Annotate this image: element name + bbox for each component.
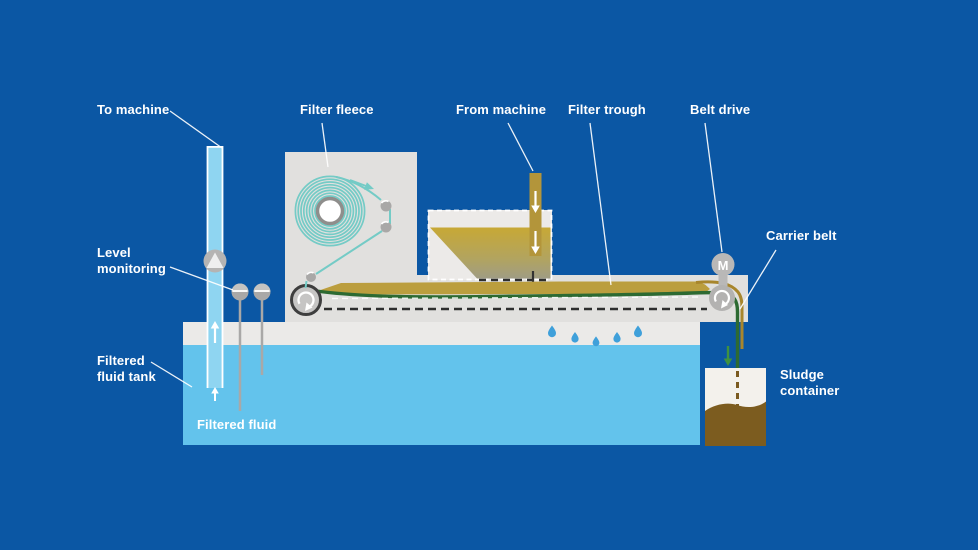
- rotation-arrow-icon: [721, 300, 728, 309]
- label-filter-fleece: Filter fleece: [300, 102, 374, 117]
- tank-rim: [183, 322, 700, 345]
- rotation-arrow-icon: [297, 291, 315, 308]
- down-arrow-icon: [531, 246, 540, 254]
- down-arrow-icon: [531, 205, 540, 213]
- guide-roller: [306, 272, 316, 282]
- label-filter-trough: Filter trough: [568, 102, 646, 117]
- drop-icon: [592, 336, 600, 347]
- up-arrow-icon: [210, 321, 220, 329]
- inlet-pipe: [529, 173, 542, 256]
- trough-slurry: [430, 227, 551, 279]
- leader-belt-drive: [704, 122, 723, 253]
- label-from-machine: From machine: [456, 102, 547, 117]
- inlet-pipe-body: [529, 173, 542, 256]
- leader-carrier-belt: [739, 249, 777, 310]
- direction-arrow-icon: [364, 182, 374, 190]
- sludge-pile: [705, 401, 766, 446]
- label-level-monitoring: Level monitoring: [97, 245, 166, 276]
- water-drops: [548, 325, 642, 347]
- label-belt-drive: Belt drive: [690, 102, 751, 117]
- leader-level-monitoring: [169, 266, 234, 291]
- leader-filter-fleece: [321, 122, 329, 168]
- slurry-layer: [319, 281, 710, 295]
- label-to-machine: To machine: [97, 102, 170, 117]
- return-pipe: [203, 146, 227, 401]
- rotation-arrow-icon: [305, 302, 313, 311]
- fleece-edge-dashed: [331, 296, 699, 300]
- trough-dashed-border: [427, 209, 553, 281]
- fleece-spiral: [294, 175, 366, 247]
- motor-circle: [711, 253, 735, 276]
- label-sludge-container: Sludge container: [780, 367, 840, 398]
- leader-to-machine: [169, 110, 223, 149]
- label-carrier-belt: Carrier belt: [766, 228, 837, 243]
- leader-lines: [150, 110, 777, 388]
- drop-icon: [571, 332, 579, 343]
- drop-icon: [634, 325, 642, 338]
- direction-arrow-icon: [349, 179, 367, 187]
- motor-mount: [718, 273, 728, 286]
- filtered-fluid-tank: [183, 322, 700, 445]
- leader-filter-trough: [589, 122, 612, 286]
- roller-highlight: [380, 221, 389, 225]
- leader-filtered-fluid-tank: [150, 361, 193, 388]
- level-monitoring-sensors: [231, 283, 271, 411]
- filter-fleece-roll: [294, 175, 392, 289]
- up-arrow-icon: [211, 387, 219, 394]
- down-arrow-icon: [723, 358, 733, 366]
- sludge-discharge: [705, 346, 766, 446]
- label-filtered-fluid: Filtered fluid: [197, 417, 277, 432]
- drop-icon: [613, 332, 621, 343]
- roll-core: [315, 196, 345, 226]
- drop-icon: [548, 325, 556, 338]
- rotation-arrow-icon: [713, 289, 731, 305]
- left-roller: [290, 284, 322, 316]
- carrier-belt: [312, 280, 744, 369]
- fleece-web-path: [304, 176, 391, 289]
- roller-highlight: [306, 271, 314, 276]
- guide-roller: [380, 221, 392, 233]
- tank-fluid: [183, 345, 700, 445]
- sensor-top: [231, 283, 249, 292]
- motor-letter: M: [718, 258, 729, 273]
- leader-from-machine: [507, 122, 534, 172]
- guide-roller: [380, 200, 392, 212]
- roller-highlight: [380, 200, 389, 204]
- belt-green-line: [312, 288, 740, 369]
- sensor-top: [253, 283, 271, 292]
- drive-roller: [709, 285, 735, 311]
- belt-drive: M: [709, 253, 735, 311]
- pump-triangle-icon: [206, 252, 224, 268]
- label-filtered-fluid-tank: Filtered fluid tank: [97, 353, 156, 384]
